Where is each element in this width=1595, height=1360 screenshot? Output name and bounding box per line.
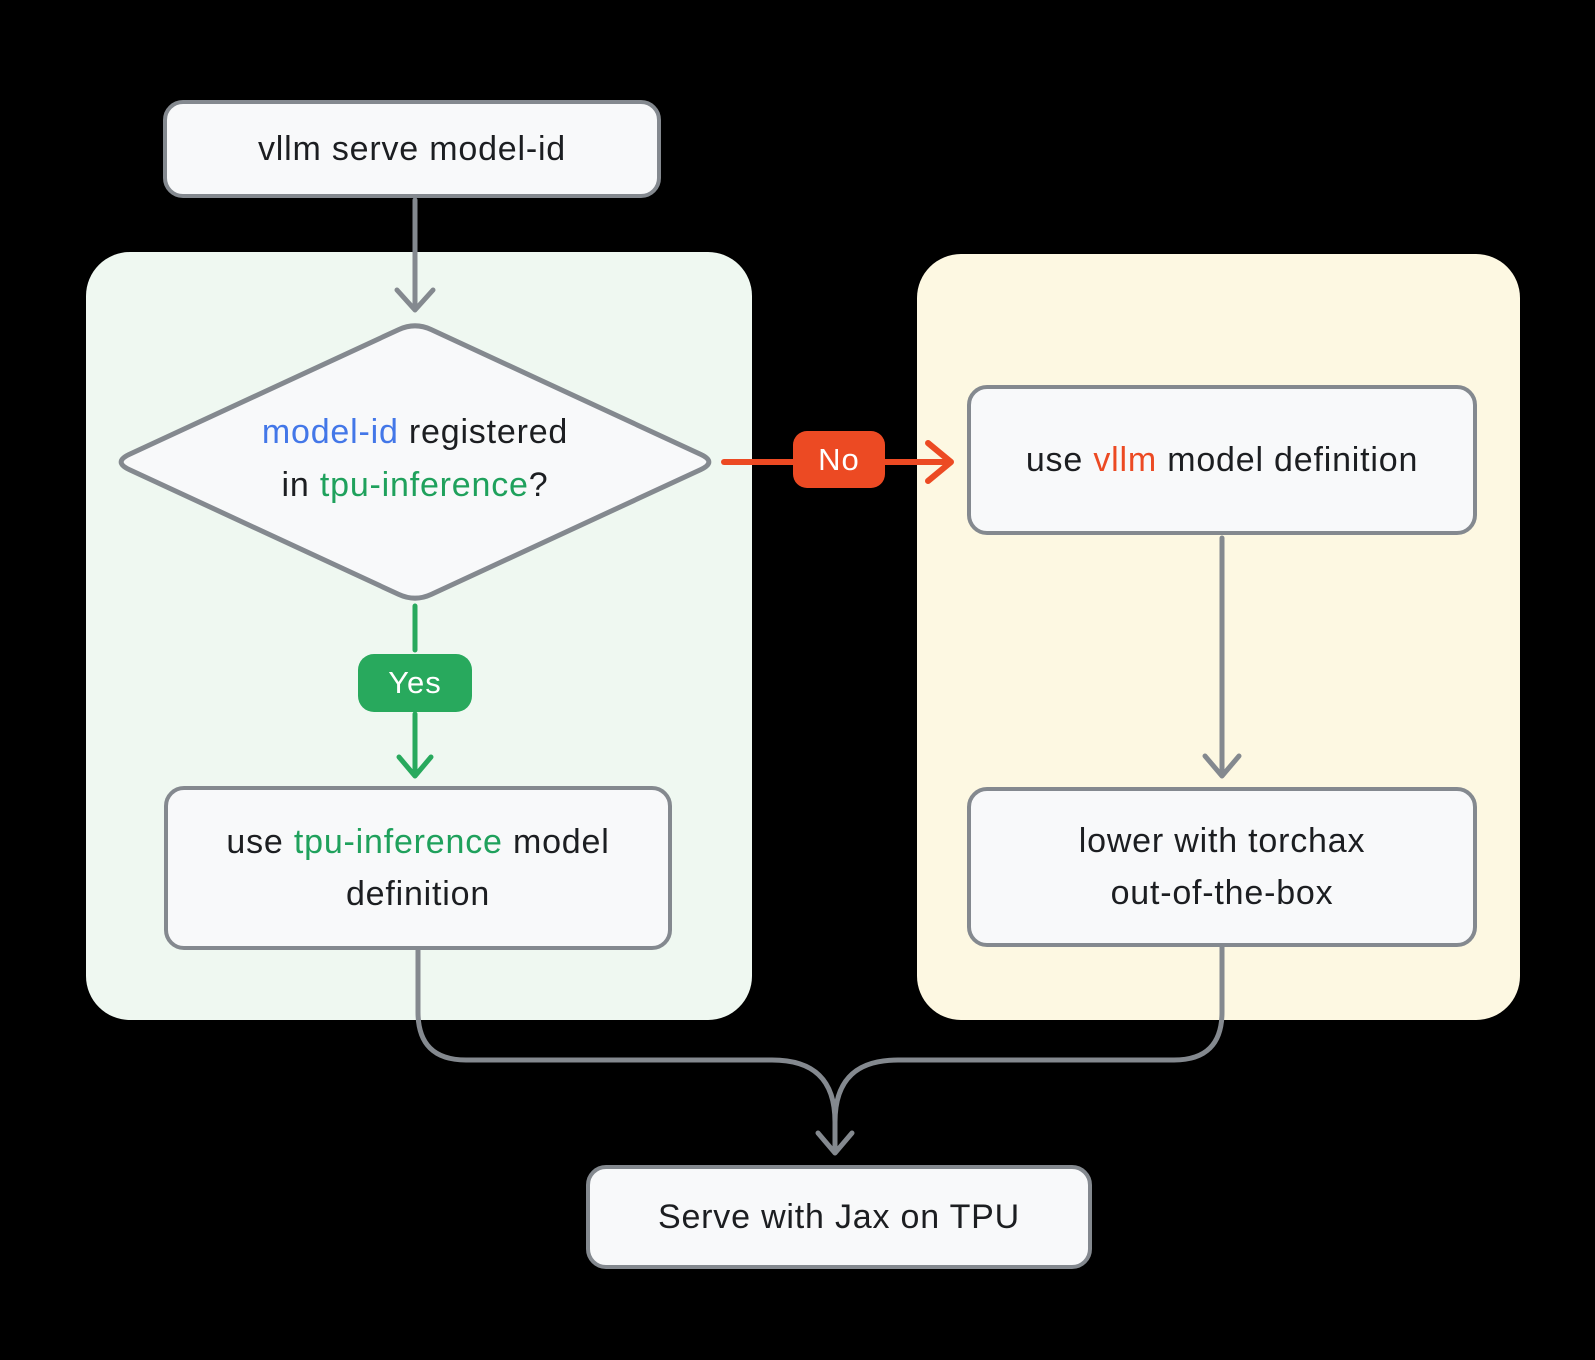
decision-code-tpu-inference: tpu-inference xyxy=(319,466,529,504)
node-decision-label: model-id registered in tpu-inference? xyxy=(261,413,569,504)
node-torchax: lower with torchax out-of-the-box xyxy=(967,787,1477,947)
merge-arrow xyxy=(415,944,1225,1156)
decision-code-model-id: model-id xyxy=(261,413,399,451)
vllm-code: vllm xyxy=(1093,441,1157,479)
node-use-tpu-inference: use tpu-inference model definition xyxy=(164,786,672,950)
arrow-vllm-to-torchax xyxy=(1202,535,1242,779)
serve-label: Serve with Jax on TPU xyxy=(658,1198,1020,1236)
tpu-inference-code: tpu-inference xyxy=(293,823,503,861)
edge-yes-badge: Yes xyxy=(358,654,472,712)
arrow-start-to-decision xyxy=(394,197,436,313)
edge-no-badge: No xyxy=(793,431,885,488)
node-use-vllm: use vllm model definition xyxy=(967,385,1477,535)
start-label: vllm serve model-id xyxy=(257,130,567,168)
node-serve: Serve with Jax on TPU xyxy=(586,1165,1092,1269)
arrow-yes xyxy=(396,603,434,779)
node-start: vllm serve model-id xyxy=(163,100,661,198)
decision-diamond-icon xyxy=(118,323,712,601)
